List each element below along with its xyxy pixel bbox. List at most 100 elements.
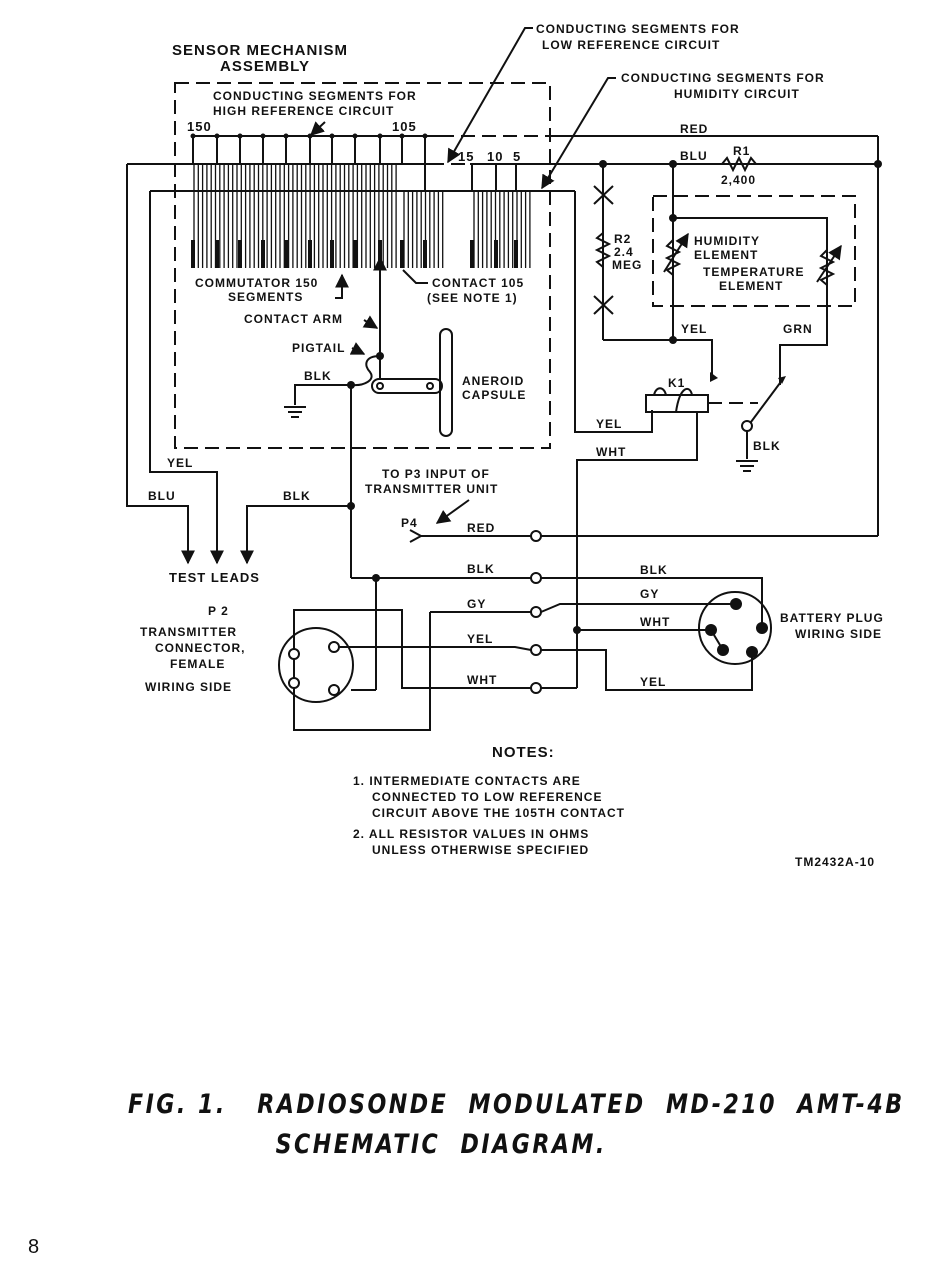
high-ref-taps [190, 133, 517, 191]
blk-test-wire [240, 505, 351, 565]
p2-label-4: FEMALE [170, 657, 225, 671]
commutator-segments [191, 164, 531, 268]
battery-plug-label-2: WIRING SIDE [795, 627, 882, 641]
tap-dot [399, 133, 405, 139]
low-ref-leader [447, 27, 533, 164]
seg-105-label: 105 [392, 119, 417, 134]
high-ref-arrow [309, 121, 326, 136]
humidity-leader [541, 77, 616, 190]
humidity-element-icon [663, 232, 689, 276]
test-leads-label: TEST LEADS [169, 570, 260, 585]
seg-5-label: 5 [513, 149, 521, 164]
row-blk-label: BLK [467, 562, 495, 576]
tap-dot [352, 133, 358, 139]
tap-dot [307, 133, 313, 139]
figure-caption-line2: SCHEMATIC DIAGRAM. [275, 1129, 607, 1160]
humidity-element-label: HUMIDITY [694, 234, 760, 248]
seg-15-label: 15 [458, 149, 474, 164]
terminal [530, 606, 542, 618]
to-p3-label-2: TRANSMITTER UNIT [365, 482, 498, 496]
yel-relay-label: YEL [596, 417, 622, 431]
ground-icon [736, 460, 758, 472]
bat-blk-label: BLK [640, 563, 668, 577]
wht-relay-wire [576, 412, 698, 688]
blk-test-label: BLK [283, 489, 311, 503]
relay-switch-arm [747, 382, 781, 427]
ground-wire-blk [294, 384, 351, 405]
terminal [530, 682, 542, 694]
relay-label: K1 [668, 376, 685, 390]
blk-relay-label: BLK [753, 439, 781, 453]
bat-yel-label: YEL [640, 675, 666, 689]
row-gy-label: GY [467, 597, 486, 611]
r2-value: 2.4 [614, 245, 634, 259]
aneroid-label: ANEROID [462, 374, 524, 388]
p2-connector-icon [278, 627, 354, 703]
r2-unit: MEG [612, 258, 642, 272]
to-p3-leader [435, 499, 470, 524]
sensor-elements-box [652, 195, 856, 307]
terminal [530, 644, 542, 656]
r2-name: R2 [614, 232, 631, 246]
grn-label: GRN [783, 322, 813, 336]
terminal [530, 572, 542, 584]
aneroid-capsule-icon [439, 328, 453, 437]
tap-dot [329, 133, 335, 139]
high-ref-label: CONDUCTING SEGMENTS FOR [213, 89, 417, 103]
row-wht-label: WHT [467, 673, 497, 687]
note-1-3: CIRCUIT ABOVE THE 105TH CONTACT [372, 806, 625, 820]
blu-top-label: BLU [680, 149, 708, 163]
pigtail-wire [351, 355, 381, 387]
r2-resistor-icon [594, 232, 612, 268]
low-ref-callout-2: LOW REFERENCE CIRCUIT [542, 38, 720, 52]
seg-150-label: 150 [187, 119, 212, 134]
contact-arm-label: CONTACT ARM [244, 312, 343, 326]
temperature-element-label: TEMPERATURE [703, 265, 804, 279]
p2-label-3: CONNECTOR, [155, 641, 245, 655]
contact-arm-leader [362, 315, 379, 329]
humidity-element-label-2: ELEMENT [694, 248, 758, 262]
contact-105-leader [402, 269, 428, 284]
contact-105-label: CONTACT 105 [432, 276, 524, 290]
note-1-2: CONNECTED TO LOW REFERENCE [372, 790, 602, 804]
r1-resistor-icon [721, 155, 757, 173]
blk-ground-label: BLK [304, 369, 332, 383]
terminal [530, 530, 542, 542]
aneroid-label-2: CAPSULE [462, 388, 526, 402]
linkage-bar [371, 378, 443, 394]
p4-connector-icon [409, 529, 424, 543]
ground-icon [284, 406, 306, 418]
x-mark-icon [593, 185, 614, 205]
wht-relay-label: WHT [596, 445, 626, 459]
low-ref-callout: CONDUCTING SEGMENTS FOR [536, 22, 740, 36]
to-p3-label: TO P3 INPUT OF [382, 467, 490, 481]
note-2: 2. ALL RESISTOR VALUES IN OHMS [353, 827, 589, 841]
battery-plug-label: BATTERY PLUG [780, 611, 884, 625]
row-yel-label: YEL [467, 632, 493, 646]
tap-dot [283, 133, 289, 139]
pigtail-leader [349, 342, 366, 355]
yel-test-wire [149, 191, 224, 565]
drawing-id: TM2432A-10 [795, 855, 875, 869]
tap-dot [214, 133, 220, 139]
sensor-assembly-box [174, 82, 551, 449]
note-2-2: UNLESS OTHERWISE SPECIFIED [372, 843, 589, 857]
sensor-title: SENSOR MECHANISM [172, 42, 348, 59]
humidity-callout: CONDUCTING SEGMENTS FOR [621, 71, 825, 85]
red-top-label: RED [680, 122, 708, 136]
p4-label: P4 [401, 516, 418, 530]
x-mark-icon [593, 295, 614, 315]
p2-label-2: TRANSMITTER [140, 625, 237, 639]
battery-plug-icon [698, 591, 772, 665]
tap-dot [422, 133, 428, 139]
temperature-element-label-2: ELEMENT [719, 279, 783, 293]
figure-caption: FIG. 1. RADIOSONDE MODULATED MD-210 AMT-… [128, 1085, 905, 1165]
tap-dot [190, 133, 196, 139]
high-ref-label-2: HIGH REFERENCE CIRCUIT [213, 104, 394, 118]
yel-test-label: YEL [167, 456, 193, 470]
p2-label: P 2 [208, 604, 229, 618]
yel-element-label: YEL [681, 322, 707, 336]
figure-caption-line1: FIG. 1. RADIOSONDE MODULATED MD-210 AMT-… [128, 1089, 905, 1120]
blu-test-label: BLU [148, 489, 176, 503]
